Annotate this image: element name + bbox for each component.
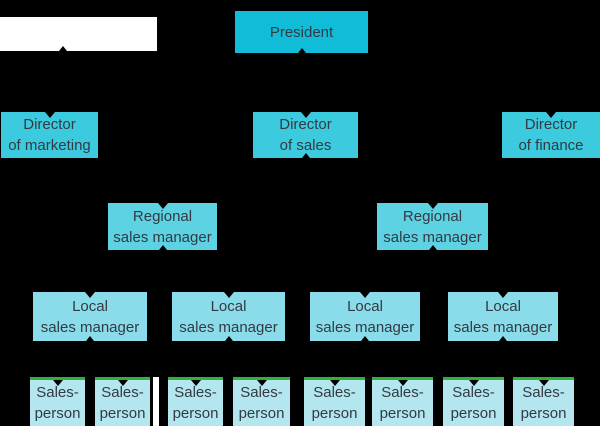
arrowhead-down-icon bbox=[190, 380, 201, 386]
node-salesperson-3: Sales- person bbox=[168, 377, 223, 426]
white-strip-artifact bbox=[153, 377, 159, 426]
node-salesperson-4: Sales- person bbox=[233, 377, 290, 426]
arrowhead-down-icon bbox=[52, 380, 63, 386]
node-salesperson-5: Sales- person bbox=[304, 377, 365, 426]
node-label: Local bbox=[210, 297, 247, 315]
node-label: Sales- bbox=[522, 384, 565, 401]
arrowhead-down-icon bbox=[256, 380, 267, 386]
connector-stub bbox=[158, 245, 167, 250]
node-local-sales-manager-3: Local sales manager bbox=[310, 292, 420, 341]
arrowhead-down-icon bbox=[223, 292, 234, 298]
node-label: person bbox=[238, 405, 285, 422]
arrowhead-down-icon bbox=[329, 380, 340, 386]
node-label: Sales- bbox=[174, 384, 217, 401]
node-salesperson-1: Sales- person bbox=[30, 377, 85, 426]
arrowhead-down-icon bbox=[85, 292, 95, 298]
node-regional-sales-manager-2: Regional sales manager bbox=[377, 203, 488, 250]
node-label: Regional bbox=[132, 207, 193, 225]
connector-stub bbox=[301, 153, 310, 158]
node-label: person bbox=[172, 405, 219, 422]
arrowhead-down-icon bbox=[157, 203, 168, 209]
node-label: sales manager bbox=[383, 228, 482, 246]
connector-stub bbox=[428, 245, 437, 250]
node-director-finance: Director of finance bbox=[502, 112, 600, 158]
node-label: Sales- bbox=[313, 384, 356, 401]
node-local-sales-manager-4: Local sales manager bbox=[448, 292, 558, 341]
node-salesperson-7: Sales- person bbox=[443, 377, 504, 426]
node-label: Sales- bbox=[452, 384, 495, 401]
arrowhead-down-icon bbox=[360, 292, 370, 298]
connector-stub bbox=[297, 48, 306, 53]
node-label: Local bbox=[347, 297, 383, 315]
arrowhead-down-icon bbox=[44, 112, 55, 118]
node-label: person bbox=[311, 405, 358, 422]
node-regional-sales-manager-1: Regional sales manager bbox=[108, 203, 217, 250]
node-label: sales manager bbox=[179, 318, 278, 336]
node-label: person bbox=[34, 405, 81, 422]
node-salesperson-8: Sales- person bbox=[513, 377, 574, 426]
node-salesperson-2: Sales- person bbox=[95, 377, 150, 426]
node-salesperson-6: Sales- person bbox=[372, 377, 433, 426]
node-label: President bbox=[269, 23, 334, 41]
node-local-sales-manager-1: Local sales manager bbox=[33, 292, 147, 341]
node-label: Sales- bbox=[381, 384, 424, 401]
arrowhead-down-icon bbox=[498, 292, 508, 298]
node-director-sales: Director of sales bbox=[253, 112, 358, 158]
node-director-marketing: Director of marketing bbox=[1, 112, 98, 158]
arrowhead-down-icon bbox=[427, 203, 438, 209]
node-label: Regional bbox=[402, 207, 463, 225]
node-label: Local bbox=[485, 297, 521, 315]
node-label: of finance bbox=[518, 137, 584, 154]
node-label: of marketing bbox=[8, 137, 91, 154]
node-local-sales-manager-2: Local sales manager bbox=[172, 292, 285, 341]
connector-stub bbox=[224, 336, 233, 341]
arrowhead-down-icon bbox=[117, 380, 128, 386]
node-label: person bbox=[450, 405, 497, 422]
node-label: Sales- bbox=[36, 384, 79, 401]
blank-label-box bbox=[0, 17, 157, 51]
node-label: Director bbox=[23, 116, 76, 133]
arrowhead-down-icon bbox=[397, 380, 408, 386]
connector-stub bbox=[86, 336, 94, 341]
node-label: Director bbox=[524, 116, 578, 133]
connector-stub bbox=[361, 336, 369, 341]
node-president: President bbox=[235, 11, 368, 53]
node-label: sales manager bbox=[40, 318, 140, 336]
connector-stub bbox=[499, 336, 507, 341]
arrowhead-down-icon bbox=[468, 380, 479, 386]
node-label: Sales- bbox=[101, 384, 144, 401]
node-label: sales manager bbox=[113, 228, 212, 246]
arrowhead-down-icon bbox=[538, 380, 549, 386]
arrowhead-down-icon bbox=[546, 112, 556, 118]
node-label: Sales- bbox=[240, 384, 283, 401]
node-label: sales manager bbox=[315, 318, 415, 336]
node-label: person bbox=[520, 405, 567, 422]
node-label: of sales bbox=[279, 137, 332, 154]
connector-stub bbox=[59, 46, 67, 51]
node-label: Local bbox=[72, 297, 108, 315]
arrowhead-down-icon bbox=[300, 112, 311, 118]
node-label: person bbox=[379, 405, 426, 422]
node-label: person bbox=[99, 405, 146, 422]
node-label: sales manager bbox=[453, 318, 553, 336]
node-label: Director bbox=[279, 116, 332, 133]
